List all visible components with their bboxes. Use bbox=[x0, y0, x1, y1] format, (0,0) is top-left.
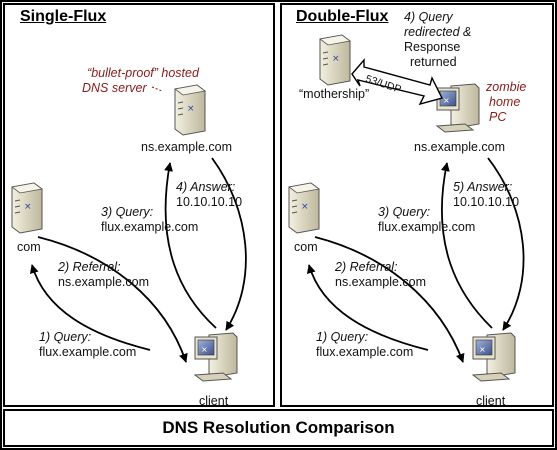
computer-icon: × bbox=[193, 332, 238, 382]
arrow-query-3-df bbox=[440, 162, 493, 329]
server-icon: × bbox=[174, 84, 206, 136]
note-line-1: “bullet-proof” hosted bbox=[87, 66, 199, 80]
svg-text:×: × bbox=[24, 202, 32, 212]
step-5-value-df: 10.10.10.10 bbox=[453, 195, 520, 209]
arrow-answer-5-df bbox=[487, 157, 525, 331]
server-icon: × bbox=[319, 34, 351, 86]
step-3-title-df: 3) Query: bbox=[378, 205, 431, 219]
step-3-value: flux.example.com bbox=[101, 220, 199, 234]
double-arrow-icon bbox=[351, 58, 444, 106]
arrow-answer-4 bbox=[211, 157, 247, 331]
ns-label: ns.example.com bbox=[141, 140, 233, 154]
svg-text:×: × bbox=[187, 104, 195, 114]
double-flux-panel bbox=[280, 3, 554, 407]
step-1-value-df: flux.example.com bbox=[316, 345, 414, 359]
step-4-line-4: returned bbox=[410, 55, 457, 69]
computer-icon: × bbox=[435, 83, 480, 133]
step-2-value: ns.example.com bbox=[58, 275, 150, 289]
mothership-label: “mothership” bbox=[299, 87, 370, 101]
step-3-value-df: flux.example.com bbox=[378, 220, 476, 234]
arrow-referral-2 bbox=[37, 236, 188, 363]
com-label-df: com bbox=[294, 240, 318, 254]
arrow-query-1 bbox=[29, 264, 151, 351]
step-4-line-1: 4) Query bbox=[404, 10, 453, 24]
computer-icon: × bbox=[471, 332, 516, 382]
step-2-value-df: ns.example.com bbox=[335, 275, 427, 289]
server-icon: × bbox=[11, 182, 43, 234]
single-flux-panel bbox=[3, 3, 275, 407]
step-2-title-df: 2) Referral: bbox=[335, 260, 398, 274]
server-icon: × bbox=[288, 182, 320, 234]
zombie-line-2: home bbox=[489, 95, 521, 109]
footer-panel bbox=[3, 409, 554, 447]
svg-text:×: × bbox=[443, 96, 450, 105]
single-flux-heading: Single-Flux bbox=[20, 8, 107, 25]
svg-text:×: × bbox=[332, 54, 340, 64]
step-2-title: 2) Referral: bbox=[58, 260, 121, 274]
note-leader bbox=[151, 86, 163, 92]
step-1-value: flux.example.com bbox=[39, 345, 137, 359]
svg-text:×: × bbox=[301, 202, 309, 212]
arrow-query-3 bbox=[164, 162, 217, 329]
svg-text:×: × bbox=[479, 345, 486, 354]
step-4-line-3: Response bbox=[404, 40, 461, 54]
arrow-query-1-df bbox=[306, 264, 429, 351]
ns-label-df: ns.example.com bbox=[414, 140, 506, 154]
arrow-referral-2-df bbox=[314, 236, 465, 363]
client-label-df: client bbox=[476, 394, 506, 408]
client-label: client bbox=[199, 394, 229, 408]
step-3-title: 3) Query: bbox=[101, 205, 154, 219]
svg-text:×: × bbox=[201, 345, 208, 354]
zombie-line-3: PC bbox=[489, 110, 507, 124]
step-4-title: 4) Answer: bbox=[176, 180, 236, 194]
note-line-2: DNS server bbox=[82, 81, 147, 95]
step-4-line-2: redirected & bbox=[404, 25, 472, 39]
step-1-title-df: 1) Query: bbox=[316, 330, 369, 344]
com-label: com bbox=[17, 240, 41, 254]
step-4-value: 10.10.10.10 bbox=[176, 195, 243, 209]
step-5-title-df: 5) Answer: bbox=[453, 180, 513, 194]
footer-title: DNS Resolution Comparison bbox=[162, 418, 395, 437]
double-flux-heading: Double-Flux bbox=[296, 8, 389, 25]
zombie-line-1: zombie bbox=[486, 80, 527, 94]
step-1-title: 1) Query: bbox=[39, 330, 92, 344]
